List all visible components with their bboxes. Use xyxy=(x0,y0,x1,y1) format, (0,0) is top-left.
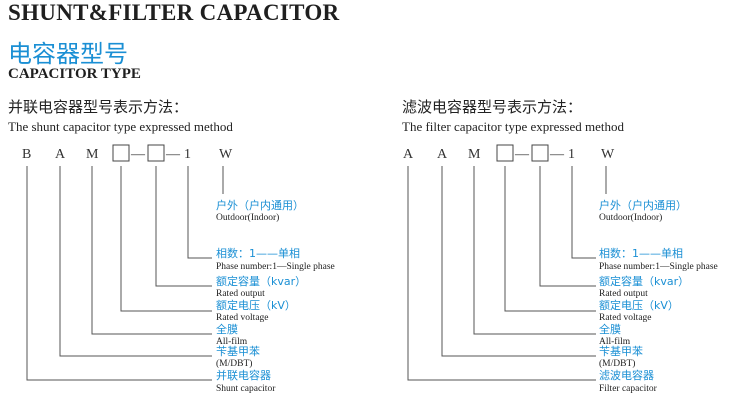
shunt-line-capacitor xyxy=(26,166,212,381)
filter-heading-cn: 滤波电容器型号表示方法： xyxy=(402,98,583,116)
chinese-title: 电容器型号 xyxy=(8,40,128,68)
filter-label-outdoor-cn: 户外（户内通用） xyxy=(599,198,687,212)
shunt-label-output-cn: 额定容量（kvar） xyxy=(216,274,306,288)
shunt-dash-2: — xyxy=(165,147,181,162)
filter-label-film-cn: 全膜 xyxy=(599,322,621,336)
filter-line-phase xyxy=(571,166,596,259)
shunt-diagram: B A M — — 1 W 户外（户内通用） Outdoor(Indoor) 相… xyxy=(22,144,335,394)
shunt-label-outdoor-en: Outdoor(Indoor) xyxy=(216,212,279,223)
filter-code-a2: A xyxy=(437,147,448,162)
shunt-label-dbt-en: (M/DBT) xyxy=(216,358,252,369)
shunt-line-phase xyxy=(187,166,212,259)
filter-line-capacitor xyxy=(407,166,596,381)
shunt-heading-cn: 并联电容器型号表示方法： xyxy=(8,98,189,116)
shunt-label-voltage-cn: 额定电压（kV） xyxy=(216,298,296,312)
shunt-label-film-en: All-film xyxy=(216,336,248,347)
shunt-line-voltage xyxy=(120,166,212,312)
filter-label-output-en: Rated output xyxy=(599,289,648,299)
shunt-voltage-box xyxy=(112,144,130,162)
filter-line-dbt xyxy=(441,166,596,357)
filter-code-1: 1 xyxy=(568,147,575,162)
shunt-label-output-en: Rated output xyxy=(216,289,265,299)
shunt-label-capacitor-en: Shunt capacitor xyxy=(216,384,276,394)
filter-label-film-en: All-film xyxy=(599,336,631,347)
shunt-label-outdoor-cn: 户外（户内通用） xyxy=(216,198,304,212)
shunt-code-b: B xyxy=(22,147,31,162)
filter-code-m: M xyxy=(468,147,481,162)
shunt-code-a: A xyxy=(55,147,66,162)
filter-label-capacitor-en: Filter capacitor xyxy=(599,384,658,394)
shunt-dash-1: — xyxy=(130,147,146,162)
filter-heading-en: The filter capacitor type expressed meth… xyxy=(402,119,624,134)
filter-label-voltage-cn: 额定电压（kV） xyxy=(599,298,679,312)
shunt-line-dbt xyxy=(59,166,212,357)
shunt-heading-en: The shunt capacitor type expressed metho… xyxy=(8,119,233,134)
page-title: SHUNT&FILTER CAPACITOR xyxy=(8,0,340,25)
filter-line-voltage xyxy=(504,166,596,312)
filter-label-output-cn: 额定容量（kvar） xyxy=(599,274,689,288)
capacitor-type-heading: CAPACITOR TYPE xyxy=(8,66,141,82)
shunt-label-film-cn: 全膜 xyxy=(216,322,238,336)
shunt-label-phase-cn: 相数：1——单相 xyxy=(216,247,300,260)
shunt-code-w: W xyxy=(219,147,233,162)
shunt-code-m: M xyxy=(86,147,99,162)
filter-label-voltage-en: Rated voltage xyxy=(599,313,652,323)
filter-line-film xyxy=(473,166,596,335)
filter-dash-2: — xyxy=(549,147,565,162)
filter-voltage-box xyxy=(496,144,514,162)
filter-label-outdoor-en: Outdoor(Indoor) xyxy=(599,212,662,223)
filter-output-box xyxy=(531,144,549,162)
filter-label-capacitor-cn: 滤波电容器 xyxy=(599,368,654,382)
shunt-label-phase-en: Phase number:1—Single phase xyxy=(216,262,335,272)
shunt-code-1: 1 xyxy=(184,147,191,162)
filter-code-a1: A xyxy=(403,147,414,162)
filter-label-phase-en: Phase number:1—Single phase xyxy=(599,262,718,272)
shunt-label-dbt-cn: 苄基甲苯 xyxy=(216,344,260,358)
shunt-line-film xyxy=(91,166,212,335)
filter-dash-1: — xyxy=(514,147,530,162)
filter-label-phase-cn: 相数：1——单相 xyxy=(599,247,683,260)
shunt-label-voltage-en: Rated voltage xyxy=(216,313,269,323)
shunt-label-capacitor-cn: 并联电容器 xyxy=(216,368,271,382)
shunt-output-box xyxy=(147,144,165,162)
filter-label-dbt-en: (M/DBT) xyxy=(599,358,635,369)
filter-diagram: A A M — — 1 W 户外（户内通用） Outdoor(Indoor) 相… xyxy=(403,144,718,394)
filter-label-dbt-cn: 苄基甲苯 xyxy=(599,344,643,358)
shunt-line-output xyxy=(155,166,212,287)
filter-line-output xyxy=(539,166,596,287)
filter-code-w: W xyxy=(601,147,615,162)
